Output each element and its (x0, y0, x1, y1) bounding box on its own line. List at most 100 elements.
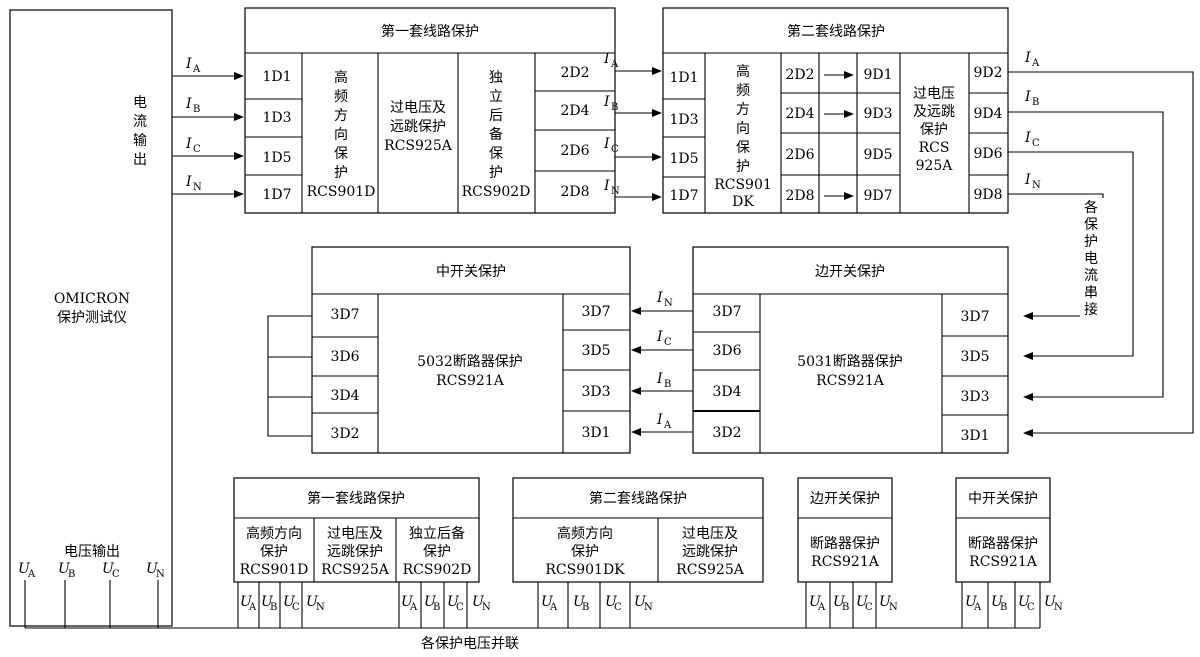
svg-text:U: U (809, 594, 822, 610)
prot1-term-1D7: 1D7 (262, 187, 291, 203)
svg-text:I: I (603, 51, 610, 67)
tester-UA: UA (18, 561, 36, 580)
side-breaker-body-2: RCS921A (816, 373, 885, 389)
prot2-term-9D8: 9D8 (973, 187, 1002, 203)
prot1-col3-1: 独 (489, 70, 503, 86)
svg-text:I: I (1024, 89, 1031, 105)
mid-breaker-box (311, 246, 631, 454)
prot2-col1-8: DK (732, 194, 754, 210)
svg-text:I: I (656, 412, 663, 428)
prot1-term-2D6: 2D6 (560, 143, 589, 159)
prot2-title: 第二套线路保护 (787, 23, 885, 40)
prot1-term-1D5: 1D5 (262, 150, 291, 166)
svg-text:C: C (865, 602, 873, 613)
svg-text:U: U (634, 594, 647, 610)
bottom-g2-c1-2: 保护 (571, 544, 599, 560)
prot1-col1-2: 频 (334, 89, 348, 105)
prot1-term-2D8: 2D8 (560, 184, 589, 200)
prot2-term-9D5: 9D5 (863, 147, 892, 163)
current-output-label-1: 电 (133, 95, 147, 111)
svg-text:I: I (656, 329, 663, 345)
prot2-col2-3: 保护 (920, 122, 948, 138)
side-term-3D6-l: 3D6 (712, 343, 741, 359)
svg-text:C: C (614, 602, 622, 613)
svg-text:N: N (644, 602, 653, 613)
bottom-g1-c2-1: 过电压及 (327, 526, 383, 542)
svg-text:U: U (18, 561, 31, 577)
svg-text:U: U (283, 594, 296, 610)
bottom-g1-box (233, 477, 480, 583)
prot2-term-9D2: 9D2 (973, 65, 1002, 81)
svg-text:I: I (656, 371, 663, 387)
g3-u-labels: UA UB UC UN (809, 594, 898, 613)
svg-text:B: B (842, 602, 849, 613)
current-output-label-4: 出 (133, 152, 147, 168)
bottom-g1-c3-3: RCS902D (403, 562, 472, 578)
bottom-g1-c1-1: 高频方向 (246, 525, 302, 542)
bottom-g2-c2-3: RCS925A (676, 562, 745, 578)
bottom-g3-c1-1: 断路器保护 (810, 536, 880, 552)
svg-text:B: B (611, 102, 618, 113)
svg-text:I: I (1024, 172, 1031, 188)
svg-text:C: C (193, 144, 201, 155)
svg-text:N: N (1054, 602, 1063, 613)
svg-text:U: U (605, 594, 618, 610)
bottom-g4-c1-2: RCS921A (969, 554, 1038, 570)
side-term-3D7-r: 3D7 (960, 309, 989, 325)
group-voltage-terminals (237, 582, 1041, 628)
bottom-g2-c2-1: 过电压及 (682, 526, 738, 542)
g1a-u-labels: UA UB UC UN (240, 594, 325, 613)
svg-text:N: N (1032, 180, 1041, 191)
svg-text:U: U (58, 561, 71, 577)
prot2-col1-7: RCS901 (714, 177, 772, 193)
prot2-term-9D3: 9D3 (863, 106, 892, 122)
current-output-label-3: 输 (133, 133, 147, 149)
prot1-title: 第一套线路保护 (381, 23, 479, 40)
bottom-g3-title: 边开关保护 (810, 491, 880, 507)
tester-type: 保护测试仪 (57, 310, 127, 326)
svg-text:A: A (663, 420, 672, 431)
svg-text:A: A (549, 602, 558, 613)
svg-text:U: U (240, 594, 253, 610)
mid-term-3D3-r: 3D3 (581, 384, 610, 400)
prot2-col1-3: 方 (736, 102, 750, 118)
svg-text:U: U (306, 594, 319, 610)
svg-text:U: U (261, 594, 274, 610)
tester-UN: UN (146, 561, 165, 580)
svg-text:A: A (409, 602, 418, 613)
prot1-term-1D3: 1D3 (262, 110, 291, 126)
svg-text:U: U (102, 561, 115, 577)
prot1-col2-1: 过电压及 (390, 100, 446, 116)
svg-text:A: A (817, 602, 826, 613)
prot1-col3-7: RCS902D (462, 184, 531, 200)
svg-text:B: B (270, 602, 277, 613)
svg-text:N: N (482, 602, 491, 613)
svg-text:B: B (1032, 97, 1039, 108)
svg-text:A: A (610, 59, 619, 70)
series-note-3: 护 (1084, 234, 1098, 250)
svg-text:U: U (833, 594, 846, 610)
prot2-term-9D4: 9D4 (973, 106, 1002, 122)
prot2-term-1D7: 1D7 (669, 188, 698, 204)
bottom-g4-title: 中开关保护 (968, 491, 1038, 507)
svg-text:U: U (1018, 594, 1031, 610)
svg-text:B: B (582, 602, 589, 613)
svg-text:B: B (193, 104, 200, 115)
prot2-term-1D1: 1D1 (669, 70, 698, 86)
mid-term-3D1-r: 3D1 (581, 425, 610, 441)
svg-text:I: I (603, 136, 610, 152)
prot2-term-2D8: 2D8 (785, 188, 814, 204)
mid-breaker-title: 中开关保护 (436, 264, 506, 280)
g2-u-labels: UA UB UC UN (541, 594, 653, 613)
svg-text:U: U (447, 594, 460, 610)
bottom-g2-c1-1: 高频方向 (557, 525, 613, 542)
bottom-g2-c2-2: 远跳保护 (682, 544, 738, 560)
voltage-output-label: 电压输出 (64, 544, 120, 560)
mid-term-3D7-l: 3D7 (330, 307, 359, 323)
prot1-col3-2: 立 (489, 89, 503, 105)
